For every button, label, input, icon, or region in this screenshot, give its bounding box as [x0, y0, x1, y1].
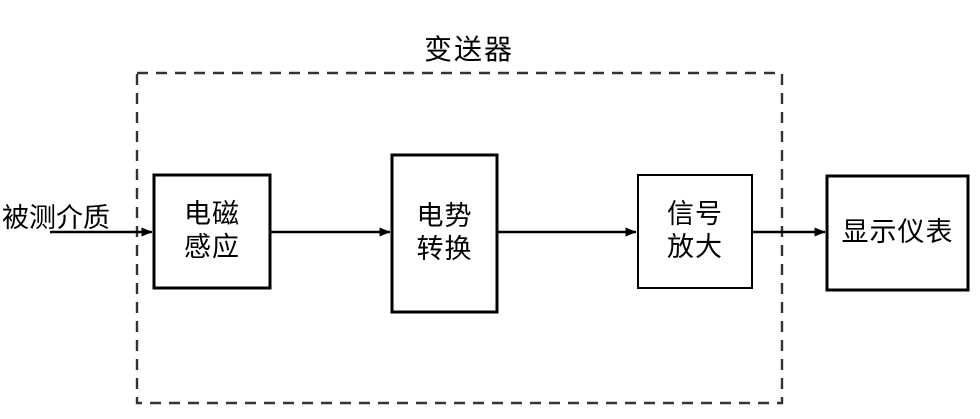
node-electromagnetic-induction[interactable] [154, 175, 270, 288]
node-signal-amplification[interactable] [638, 175, 752, 288]
node-label-line: 放大 [667, 231, 723, 263]
node-display-instrument[interactable] [827, 176, 968, 290]
node-label-line: 电势 [416, 200, 473, 232]
node-label-display-instrument: 显示仪表 [827, 176, 968, 290]
node-label-line: 显示仪表 [841, 216, 954, 248]
node-label-line: 转换 [416, 233, 473, 265]
transmitter-group-title: 变送器 [0, 28, 980, 68]
node-label-electromagnetic-induction: 电磁 感应 [154, 175, 270, 288]
node-label-line: 感应 [184, 231, 240, 263]
node-label-line: 信号 [667, 198, 723, 230]
node-label-line: 电磁 [184, 198, 240, 230]
node-label-potential-conversion: 电势 转换 [392, 155, 497, 312]
node-potential-conversion[interactable] [392, 155, 497, 312]
input-label-measured-medium: 被测介质 [2, 203, 110, 234]
transmitter-group-title-text: 变送器 [423, 33, 514, 66]
node-label-signal-amplification: 信号 放大 [638, 175, 752, 288]
